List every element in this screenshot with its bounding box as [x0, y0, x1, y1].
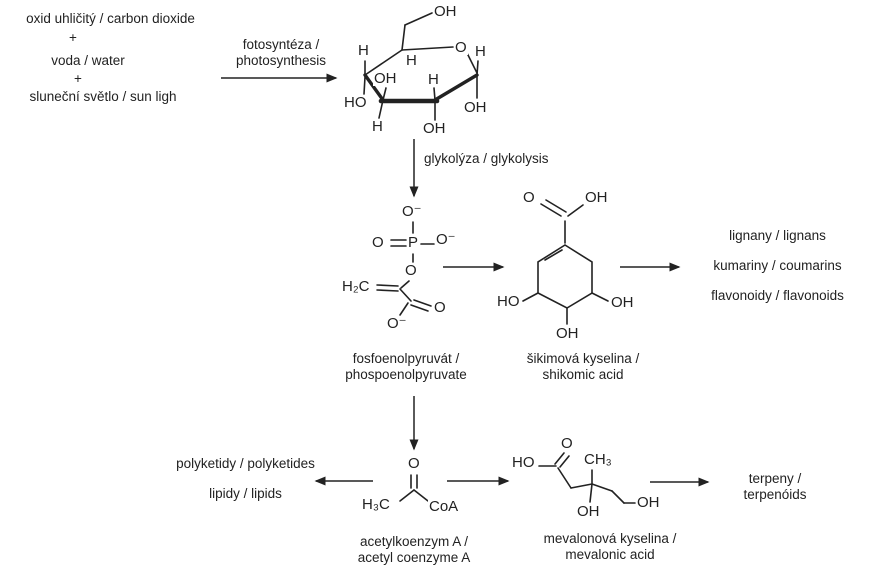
glucose-oh-c6-label: OH: [433, 3, 458, 20]
pep-o-carbonyl-label: O: [433, 299, 447, 316]
pep-o-right-label: O⁻: [435, 231, 457, 248]
shikimic-name-en: shikomic acid: [542, 367, 624, 382]
product-terpenes-cz: terpeny /: [748, 471, 802, 486]
pep-h2c-label: H₂C: [341, 278, 371, 295]
shikimic-name: šikimová kyselina / shikomic acid: [508, 351, 658, 383]
photosynthesis-label-cz: fotosyntéza /: [242, 37, 320, 52]
pep-o-top-label: O⁻: [401, 203, 423, 220]
mevalonic-name-cz: mevalonová kyselina /: [543, 531, 677, 546]
glucose-ring-o-label: O: [454, 39, 468, 56]
mevalonic-ch3-label: CH₃: [583, 451, 613, 468]
product-lignans: lignany / lignans: [729, 228, 826, 243]
pep-p-label: P: [407, 234, 420, 251]
plus-sign: +: [69, 30, 77, 45]
mevalonic-name-en: mevalonic acid: [565, 547, 655, 562]
pep-name-en: phospoenolpyruvate: [345, 367, 467, 382]
pep-structure: [376, 221, 435, 316]
shikimic-name-cz: šikimová kyselina /: [526, 351, 640, 366]
glycolysis-label: glykolýza / glykolysis: [424, 151, 549, 166]
mevalonic-name: mevalonová kyselina / mevalonic acid: [530, 531, 690, 563]
mevalonic-oh-mid-label: OH: [576, 503, 601, 520]
reactant-water: voda / water: [51, 53, 125, 68]
shikimic-structure: [522, 199, 609, 325]
acetylcoa-h3c-label: H₃C: [361, 496, 391, 513]
photosynthesis-label: fotosyntéza / photosynthesis: [218, 37, 344, 69]
glucose-h-c5-label: H: [405, 52, 418, 69]
mevalonic-structure: [538, 452, 636, 504]
product-lipids: lipidy / lipids: [209, 486, 282, 501]
mevalonic-oh-end-label: OH: [636, 494, 661, 511]
glucose-h-c4-label: H: [357, 42, 370, 59]
glucose-oh-c1-label: OH: [463, 99, 488, 116]
pep-name-cz: fosfoenolpyruvát /: [352, 351, 460, 366]
acetylcoa-coa-label: CoA: [428, 498, 460, 515]
acetylcoa-name-cz: acetylkoenzym A /: [359, 534, 469, 549]
product-terpenes-en: terpenóids: [743, 487, 807, 502]
glucose-ho-c4-label: HO: [343, 94, 368, 111]
acetylcoa-name-en: acetyl coenzyme A: [357, 550, 471, 565]
acetate-products: polyketidy / polyketides lipidy / lipids: [158, 456, 333, 502]
glucose-structure: [363, 12, 479, 121]
glucose-h-c3-label: H: [371, 118, 384, 135]
mevalonate-products: terpeny / terpenóids: [710, 471, 840, 503]
pep-name: fosfoenolpyruvát / phospoenolpyruvate: [331, 351, 481, 383]
shikimate-products: lignany / lignans kumariny / coumarins f…: [690, 228, 865, 304]
shikimic-oh-acid-label: OH: [584, 189, 609, 206]
pep-o-left-label: O: [371, 234, 385, 251]
glucose-oh-c3-label: OH: [373, 70, 398, 87]
mevalonic-o-label: O: [560, 435, 574, 452]
photosynthesis-label-en: photosynthesis: [235, 53, 327, 68]
plus-sign: +: [74, 71, 82, 86]
product-flavonoids: flavonoidy / flavonoids: [711, 288, 844, 303]
pep-o-ester-label: O: [404, 262, 418, 279]
product-polyketides: polyketidy / polyketides: [176, 456, 315, 471]
shikimic-o-label: O: [522, 189, 536, 206]
glucose-h-c1-label: H: [474, 43, 487, 60]
pep-o-minus-label: O⁻: [386, 315, 408, 332]
shikimic-ho-left-label: HO: [496, 293, 521, 310]
acetylcoa-name: acetylkoenzym A / acetyl coenzyme A: [340, 534, 488, 566]
acetylcoa-structure: [399, 474, 429, 502]
shikimic-oh-right-label: OH: [610, 294, 635, 311]
mevalonic-ho-label: HO: [511, 454, 536, 471]
reactant-sunlight: sluneční světlo / sun ligh: [29, 89, 177, 104]
shikimic-oh-bottom-label: OH: [555, 325, 580, 342]
glucose-oh-c2-label: OH: [422, 120, 447, 137]
reactant-carbon-dioxide: oxid uhličitý / carbon dioxide: [26, 11, 195, 26]
product-coumarins: kumariny / coumarins: [713, 258, 842, 273]
acetylcoa-o-label: O: [407, 455, 421, 472]
glucose-h-c2-label: H: [427, 71, 440, 88]
